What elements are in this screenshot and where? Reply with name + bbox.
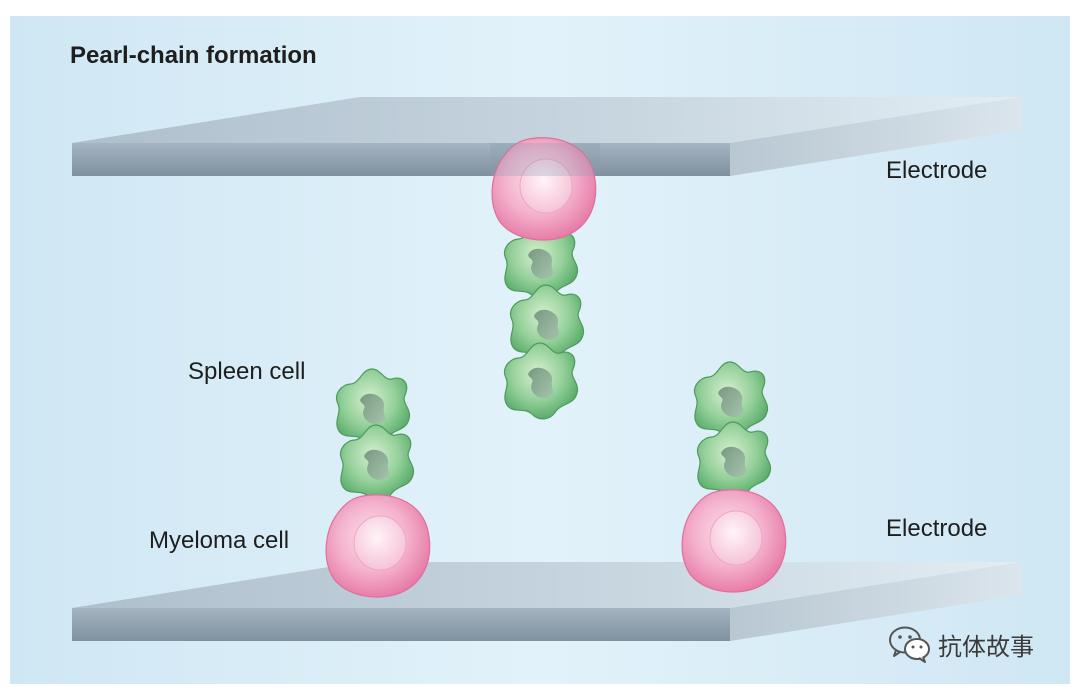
spleen-cell-label: Spleen cell (188, 358, 306, 385)
diagram-title: Pearl-chain formation (70, 42, 317, 69)
watermark: 抗体故事 (888, 624, 1034, 664)
myeloma-cell (681, 489, 787, 593)
electrode-bottom-label: Electrode (886, 515, 988, 542)
wechat-icon (889, 626, 930, 663)
watermark-text: 抗体故事 (938, 632, 1034, 661)
myeloma-cell (325, 494, 431, 598)
electrode-top-label: Electrode (886, 157, 988, 184)
electrode-bottom (72, 562, 1022, 641)
electrode-top (72, 97, 1022, 176)
cell-chain-middle (490, 137, 600, 420)
myeloma-cell-label: Myeloma cell (149, 527, 290, 554)
